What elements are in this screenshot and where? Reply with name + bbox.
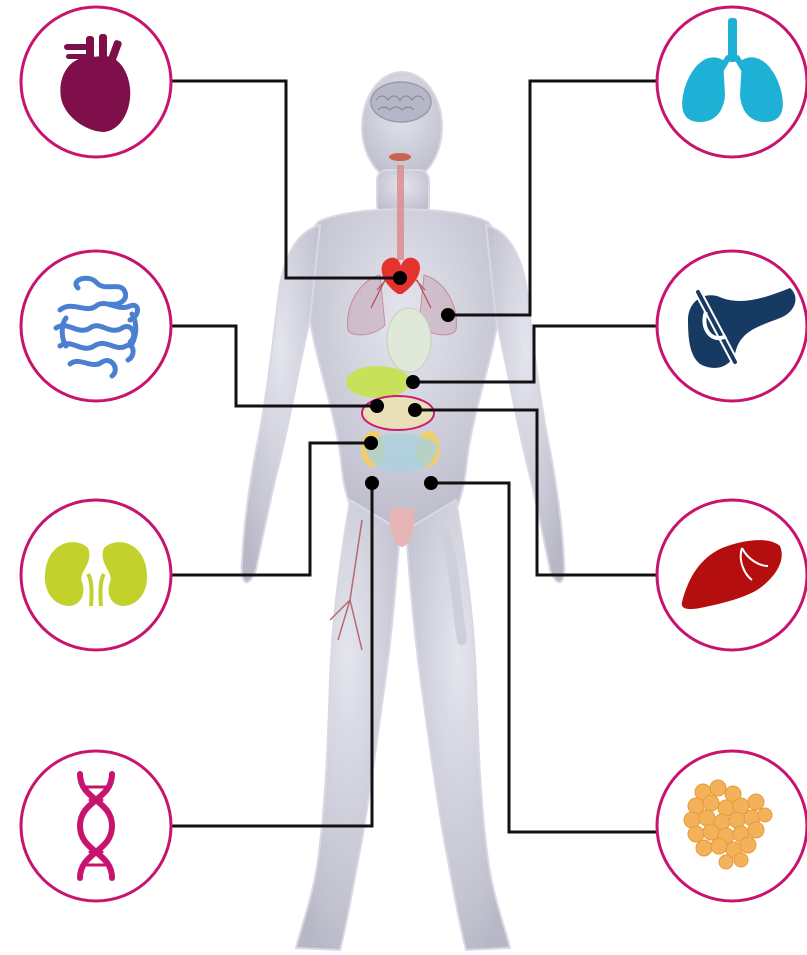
mouth-illustration bbox=[389, 153, 411, 161]
dna-ring bbox=[21, 751, 171, 901]
kidneys-ring bbox=[21, 500, 171, 650]
trachea-illustration bbox=[397, 165, 404, 260]
body-right-leg bbox=[406, 500, 510, 950]
endpoint-pancreas bbox=[406, 375, 420, 389]
endpoint-kidneys bbox=[364, 436, 378, 450]
endpoint-liver bbox=[408, 403, 422, 417]
endpoint-adipose bbox=[424, 476, 438, 490]
body-left-leg bbox=[296, 500, 400, 950]
body-stomach-illustration bbox=[387, 308, 431, 372]
endpoint-lungs bbox=[441, 308, 455, 322]
brain-illustration bbox=[371, 82, 431, 122]
endpoint-dna bbox=[365, 476, 379, 490]
endpoint-heart bbox=[393, 271, 407, 285]
body-right-arm bbox=[486, 225, 564, 582]
endpoint-intestine bbox=[370, 399, 384, 413]
body-liver-illustration bbox=[346, 366, 410, 398]
